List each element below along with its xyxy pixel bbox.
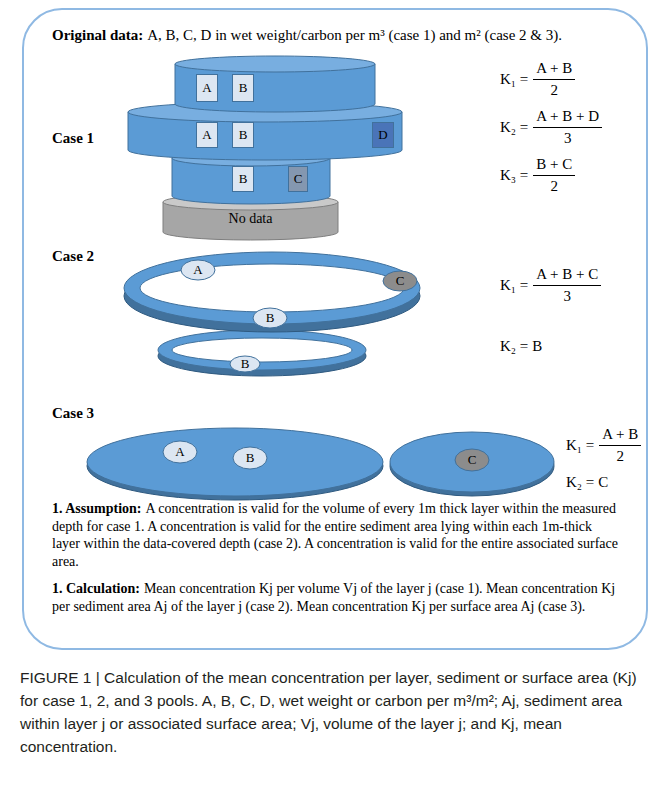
denominator: 2: [551, 176, 559, 195]
denominator: 3: [564, 286, 572, 305]
node-text: C: [468, 453, 477, 467]
layer-stack: [128, 56, 402, 240]
formula-symbol: K₂ =: [500, 338, 528, 355]
heading-text: Original data:: [52, 27, 143, 43]
ellipse-shape: [181, 260, 215, 280]
denominator: 2: [617, 446, 625, 465]
formula: K₁ = A + B2: [566, 426, 641, 465]
node-text: D: [378, 128, 387, 142]
formula: K₂ =B: [500, 338, 542, 355]
node-text: B: [246, 451, 255, 465]
layer-1-top: [175, 56, 375, 72]
fraction: A + B2: [533, 60, 575, 99]
formula: K₂ = A + B + D3: [500, 108, 602, 147]
formula-symbol: K₂ =: [566, 474, 594, 491]
sample-box: D: [372, 122, 394, 148]
formula-symbol: K₁ =: [566, 437, 594, 454]
frame-panel: Original data:A, B, C, D in wet weight/c…: [22, 8, 648, 650]
denominator: 2: [551, 80, 559, 99]
numerator: A + B + C: [533, 266, 601, 286]
case-label: Case 1: [52, 130, 94, 147]
formula: K₃ = B + C2: [500, 156, 575, 195]
node-text: No data: [229, 211, 273, 226]
sample-box: B: [232, 166, 254, 192]
sample-ellipse: A: [162, 440, 198, 464]
surface-area: [390, 432, 554, 492]
ellipse-shape: [253, 308, 287, 328]
formula-value: B: [532, 338, 542, 355]
sample-ellipse: C: [382, 270, 418, 292]
ellipse-shape: [163, 441, 197, 463]
ring-hole: [172, 338, 352, 362]
sample-box: C: [288, 166, 308, 192]
numerator: B + C: [533, 156, 575, 176]
sample-ellipse: C: [454, 448, 490, 472]
node-text: B: [239, 81, 248, 95]
node-text: C: [294, 172, 303, 186]
ellipse-shape: [233, 447, 267, 469]
sample-ellipse: B: [252, 307, 288, 329]
node-text: B: [239, 128, 248, 142]
heading-text: 1. Assumption:: [52, 501, 141, 516]
numerator: A + B: [533, 60, 575, 80]
case-label: Case 3: [52, 405, 94, 422]
formula-symbol: K₁ =: [500, 71, 528, 88]
text-block: 1. Calculation:Mean concentration Kj per…: [52, 580, 618, 615]
text-block: 1. Assumption:A concentration is valid f…: [52, 500, 618, 570]
sample-ellipse: B: [229, 355, 261, 373]
layer-label: No data: [163, 206, 338, 232]
node-text: B: [239, 172, 248, 186]
formula-symbol: K₃ =: [500, 167, 528, 184]
fraction: A + B2: [599, 426, 641, 465]
sample-box: B: [232, 74, 254, 102]
surface-area: [87, 428, 383, 496]
fraction: A + B + D3: [533, 108, 602, 147]
numerator: A + B: [599, 426, 641, 446]
heading-text: 1. Calculation:: [52, 581, 140, 596]
formula: K₂ =C: [566, 474, 608, 491]
ring-top: [158, 330, 366, 370]
fraction: B + C2: [533, 156, 575, 195]
sediment-rings: [124, 252, 420, 376]
node-text: A: [175, 445, 184, 459]
ellipse-shape: [455, 449, 489, 471]
text-block: Original data:A, B, C, D in wet weight/c…: [52, 26, 632, 45]
denominator: 3: [564, 128, 572, 147]
node-text: C: [396, 274, 405, 288]
node-text: B: [241, 357, 250, 371]
case-label: Case 2: [52, 248, 94, 265]
node-text: A: [193, 263, 202, 277]
fraction: A + B + C3: [533, 266, 601, 305]
ellipse-shape: [383, 271, 417, 291]
figure-caption: FIGURE 1 | Calculation of the mean conce…: [20, 666, 650, 758]
formula-symbol: K₁ =: [500, 277, 528, 294]
sample-ellipse: B: [232, 446, 268, 470]
formula-value: C: [598, 474, 608, 491]
body-text: A, B, C, D in wet weight/carbon per m³ (…: [147, 27, 562, 43]
sample-box: A: [196, 122, 218, 148]
formula: K₁ = A + B + C3: [500, 266, 601, 305]
formula: K₁ = A + B2: [500, 60, 575, 99]
numerator: A + B + D: [533, 108, 602, 128]
ring-hole: [140, 264, 404, 312]
surface-areas: [87, 428, 554, 500]
node-text: A: [202, 81, 211, 95]
ellipse-shape: [230, 356, 260, 372]
sample-ellipse: A: [180, 259, 216, 281]
node-text: A: [202, 128, 211, 142]
node-text: B: [266, 311, 275, 325]
sample-box: A: [196, 74, 218, 102]
sample-box: B: [232, 122, 254, 148]
formula-symbol: K₂ =: [500, 119, 528, 136]
